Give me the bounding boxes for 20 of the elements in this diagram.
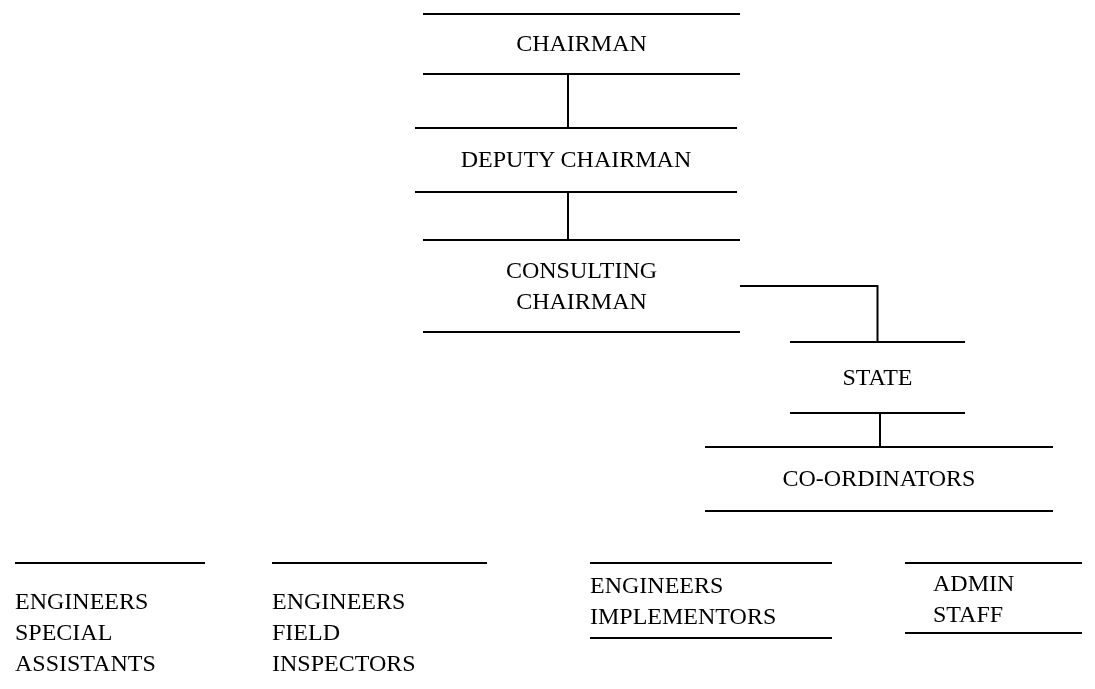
org-chart-box [590,562,832,639]
position-title: CHAIRMAN [516,29,647,59]
position-title: CONSULTING CHAIRMAN [504,255,659,316]
org-chart-box [423,13,740,75]
position-title: ENGINEERS SPECIAL ASSISTANTS [15,587,157,679]
connector-line [739,285,879,342]
connector-line [879,413,881,447]
org-chart-box [423,239,740,333]
position-title: ENGINEERS FIELD INSPECTORS [272,587,417,679]
connector-line [567,74,569,128]
position-title: STATE [842,362,913,392]
org-chart-box [905,562,1082,634]
position-title: ENGINEERS IMPLEMENTORS [590,571,778,632]
org-chart-box [790,341,965,414]
position-title: ADMIN STAFF [933,569,1016,630]
connector-line [567,192,569,240]
org-chart-box [415,127,737,193]
position-title: DEPUTY CHAIRMAN [460,145,692,175]
position-title: CO-ORDINATORS [782,464,976,494]
org-chart-box [705,446,1053,512]
